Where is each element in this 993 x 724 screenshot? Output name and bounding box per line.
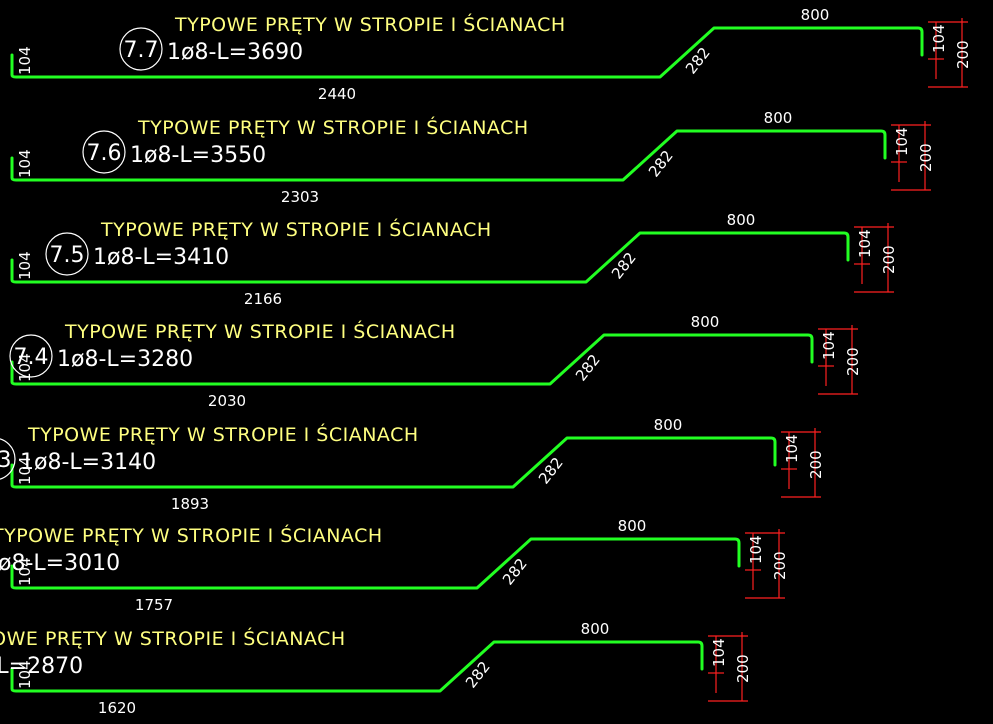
rebar-polyline — [10, 436, 777, 489]
bar-mark-label: 7.3 — [0, 448, 12, 473]
end-hook-length: 104 — [710, 638, 728, 667]
rise-height: 200 — [880, 245, 898, 274]
base-length: 1757 — [135, 596, 173, 614]
start-hook-length: 104 — [16, 456, 34, 485]
slope-length: 282 — [682, 44, 714, 78]
bar-mark-circle — [45, 232, 89, 276]
end-hook-length: 104 — [820, 331, 838, 360]
top-length: 800 — [764, 109, 793, 127]
bar-spec: 1ø8-L=3280 — [57, 347, 193, 372]
start-hook-length: 104 — [16, 251, 34, 280]
slope-length: 282 — [608, 249, 640, 283]
base-length: 1893 — [171, 495, 209, 513]
bar-title: TYPOWE PRĘTY W STROPIE I ŚCIANACH — [0, 523, 383, 547]
bar-title: TYPOWE PRĘTY W STROPIE I ŚCIANACH — [100, 217, 492, 241]
bar-mark-circle — [9, 334, 53, 378]
end-hook-length: 104 — [783, 434, 801, 463]
slope-length: 282 — [645, 147, 677, 181]
rise-height: 200 — [917, 143, 935, 172]
bar-title: TYPOWE PRĘTY W STROPIE I ŚCIANACH — [137, 115, 529, 139]
start-hook-length: 104 — [16, 660, 34, 689]
bar-shape-7-4: 7.4 TYPOWE PRĘTY W STROPIE I ŚCIANACH 1ø8-… — [9, 313, 862, 410]
bar-shape-7-6: 7.6 TYPOWE PRĘTY W STROPIE I ŚCIANACH 1ø8-… — [10, 109, 935, 206]
rebar-polyline — [10, 333, 814, 386]
end-hook-length: 104 — [930, 24, 948, 53]
bar-shape-7-5: 7.5 TYPOWE PRĘTY W STROPIE I ŚCIANACH 1ø8-… — [10, 211, 898, 308]
rebar-polyline — [10, 640, 704, 693]
start-hook-length: 104 — [16, 353, 34, 382]
slope-length: 282 — [572, 351, 604, 385]
rise-height: 200 — [954, 40, 972, 69]
rebar-polyline — [10, 129, 887, 182]
end-hook-length: 104 — [856, 229, 874, 258]
top-length: 800 — [581, 620, 610, 638]
bar-mark-circle — [0, 438, 16, 480]
bar-spec: 1ø8-L=2870 — [0, 654, 83, 679]
rise-height: 200 — [734, 654, 752, 683]
bar-spec: 1ø8-L=3410 — [93, 245, 229, 270]
bar-shape-7-7: 7.7 TYPOWE PRĘTY W STROPIE I ŚCIANACH 1ø8-… — [10, 6, 972, 103]
bar-mark-label: 7.6 — [87, 141, 122, 166]
bar-title: TYPOWE PRĘTY W STROPIE I ŚCIANACH — [0, 626, 346, 650]
start-hook-length: 104 — [16, 149, 34, 178]
rebar-polyline — [10, 537, 741, 590]
rise-height: 200 — [771, 551, 789, 580]
bar-mark-label: 7.7 — [124, 38, 159, 63]
rise-height: 200 — [807, 450, 825, 479]
start-hook-length: 104 — [16, 46, 34, 75]
top-length: 800 — [727, 211, 756, 229]
start-hook-length: 104 — [16, 557, 34, 586]
base-length: 1620 — [98, 699, 136, 717]
bar-spec: 1ø8-L=3690 — [167, 40, 303, 65]
bar-shape-7-1: 7.1TYPOWE PRĘTY W STROPIE I ŚCIANACH1ø8-… — [0, 620, 752, 717]
bar-title: TYPOWE PRĘTY W STROPIE I ŚCIANACH — [64, 319, 456, 343]
rebar-polyline — [10, 231, 850, 284]
bar-mark-circle — [119, 27, 163, 71]
bar-mark-label: 7.5 — [50, 243, 85, 268]
bar-spec: 1ø8-L=3010 — [0, 551, 120, 576]
bar-shape-7-3: 7.3 TYPOWE PRĘTY W STROPIE I ŚCIANACH 1ø8-… — [0, 416, 825, 513]
top-length: 800 — [801, 6, 830, 24]
bar-spec: 1ø8-L=3550 — [130, 143, 266, 168]
end-hook-length: 104 — [747, 535, 765, 564]
bar-mark-label: 7.4 — [14, 345, 49, 370]
top-length: 800 — [654, 416, 683, 434]
base-length: 2440 — [318, 85, 356, 103]
bar-shape-7-2: 7.2TYPOWE PRĘTY W STROPIE I ŚCIANACH1ø8-… — [0, 517, 789, 614]
top-length: 800 — [618, 517, 647, 535]
bar-title: TYPOWE PRĘTY W STROPIE I ŚCIANACH — [174, 12, 566, 36]
base-length: 2030 — [208, 392, 246, 410]
bar-mark-circle — [82, 130, 126, 174]
base-length: 2303 — [281, 188, 319, 206]
rise-height: 200 — [844, 347, 862, 376]
base-length: 2166 — [244, 290, 282, 308]
rebar-polyline — [10, 26, 924, 79]
slope-length: 282 — [499, 555, 531, 589]
top-length: 800 — [691, 313, 720, 331]
end-hook-length: 104 — [893, 127, 911, 156]
slope-length: 282 — [462, 658, 494, 692]
bar-title: TYPOWE PRĘTY W STROPIE I ŚCIANACH — [27, 422, 419, 446]
bar-spec: 1ø8-L=3140 — [20, 450, 156, 475]
slope-length: 282 — [535, 454, 567, 488]
